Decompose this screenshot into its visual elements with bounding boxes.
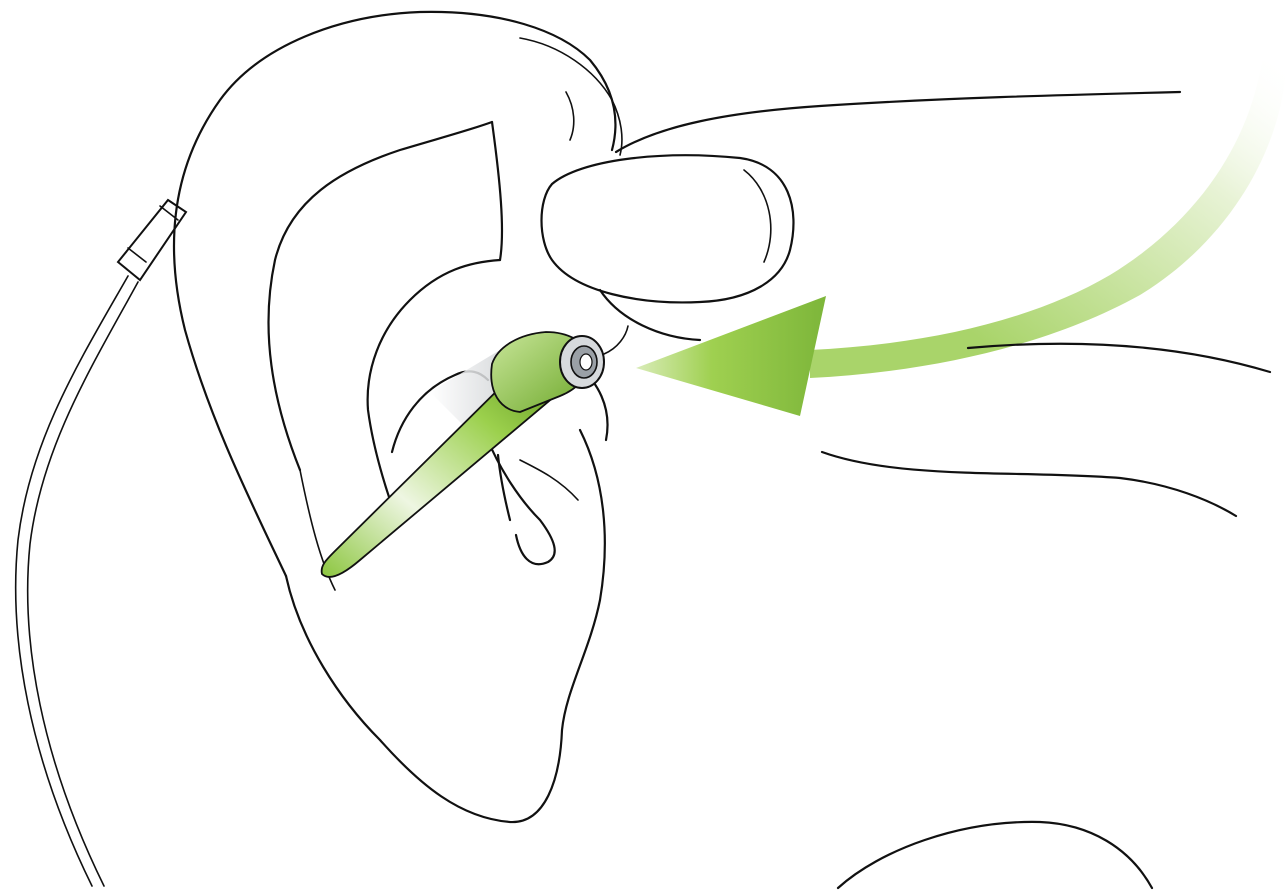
shoulder-outline-icon <box>838 822 1152 888</box>
earpiece-icon <box>322 326 628 577</box>
cable-icon <box>16 200 186 886</box>
ear-outline-icon <box>174 12 622 822</box>
fingertip <box>542 155 794 302</box>
insert-arrow-body <box>810 60 1286 378</box>
finger-icon <box>542 92 1271 516</box>
insert-arrow-head <box>636 296 826 416</box>
